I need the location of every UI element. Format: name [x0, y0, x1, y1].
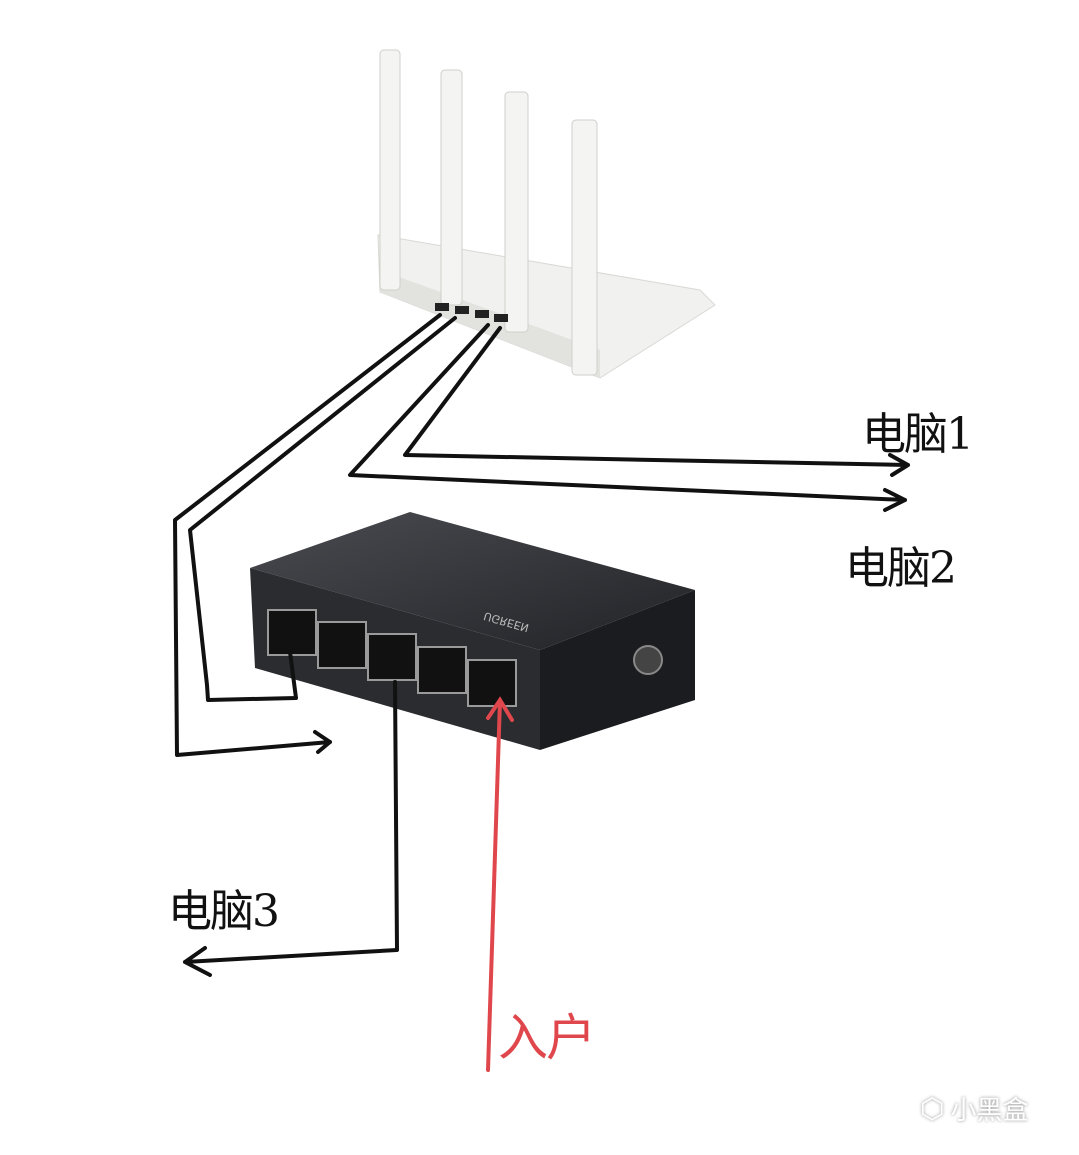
watermark: ⬡ 小黑盒	[920, 1090, 1028, 1127]
router-ports	[435, 303, 508, 322]
router	[377, 49, 716, 379]
label-wan: 入户	[498, 1009, 596, 1067]
watermark-text: 小黑盒	[950, 1096, 1029, 1126]
cable-wan-incoming	[486, 696, 514, 1072]
cable-router-to-pc1	[403, 326, 910, 477]
cables	[173, 313, 910, 977]
cable-switch-to-pc3	[183, 680, 399, 977]
label-pc1: 电脑1	[862, 409, 974, 460]
network-switch: UGREEN	[250, 512, 695, 750]
cable-router-to-switch-port4	[173, 313, 442, 757]
router-antennas	[379, 49, 598, 376]
cable-router-to-switch-port5	[188, 316, 457, 702]
label-pc3: 电脑3	[168, 886, 280, 937]
power-port-icon	[633, 645, 663, 675]
cable-router-to-pc2	[348, 323, 907, 512]
switch-ports	[267, 609, 517, 707]
watermark-logo-icon: ⬡	[920, 1092, 945, 1125]
label-pc2: 电脑2	[845, 543, 957, 594]
